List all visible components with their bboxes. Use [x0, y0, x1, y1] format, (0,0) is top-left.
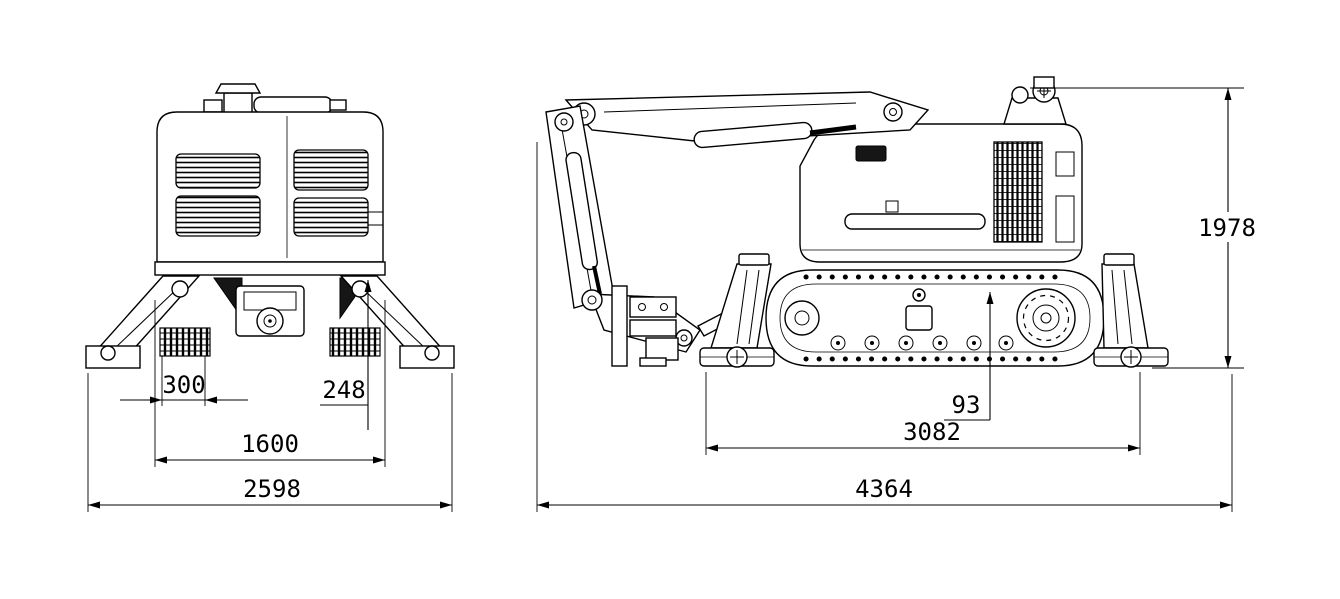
radiator-grille — [993, 141, 1043, 243]
dim-93: 93 — [944, 292, 994, 421]
track-assembly — [765, 269, 1105, 367]
dim-label-backing — [1198, 212, 1256, 242]
boom-chord — [603, 102, 857, 113]
left-leg-pivot — [171, 280, 189, 298]
dim-248: 248 — [320, 280, 372, 430]
sprocket-teeth — [1022, 294, 1070, 342]
front-exhaust-assembly — [203, 83, 347, 116]
beacon-base — [1033, 76, 1055, 89]
boom-pivot-right — [883, 102, 903, 122]
track-outline — [765, 269, 1105, 367]
side-view: 1978 93 3082 4364 — [536, 76, 1256, 512]
left-foot-pivot — [100, 345, 116, 361]
center-gearbox — [235, 285, 305, 337]
dim-label-1978: 1978 — [1198, 214, 1256, 242]
dim-2598: 2598 — [87, 373, 453, 512]
boom-cylinder-rod — [809, 124, 857, 136]
front-view: 300 248 1600 2598 — [85, 83, 455, 512]
dim-label-248: 248 — [322, 376, 365, 404]
intake-vent — [855, 145, 887, 162]
dim-1978: 1978 — [1030, 87, 1256, 369]
tool-body — [645, 337, 679, 361]
elbow-pivot — [581, 289, 603, 311]
front-outrigger-leg — [710, 263, 772, 349]
dim-label-300: 300 — [162, 371, 205, 399]
right-leg-pivot — [351, 280, 369, 298]
track-frame-guide — [905, 305, 933, 331]
sprocket-axle — [1040, 312, 1052, 324]
front-outrigger-side-view — [699, 253, 775, 368]
stick-cylinder — [565, 151, 598, 271]
front-machine-body — [156, 111, 384, 263]
dim-3082: 3082 — [705, 372, 1141, 455]
left-outrigger-front-view — [85, 275, 201, 369]
boom-arm-assembly — [545, 91, 930, 367]
tool-bracket-upper — [629, 296, 677, 318]
body-handle — [844, 213, 986, 230]
right-track-front — [329, 327, 381, 357]
body-latch — [367, 211, 384, 226]
dim-label-3082: 3082 — [903, 418, 961, 446]
tool-mount-plate — [611, 285, 628, 367]
road-wheels — [830, 335, 1014, 351]
bracket-roller — [1011, 86, 1029, 104]
exhaust-outlet — [329, 99, 347, 111]
right-leg-edge — [359, 285, 428, 351]
body-plate — [885, 200, 899, 213]
rear-latch-lower — [1055, 195, 1075, 243]
tool-head — [611, 285, 679, 367]
rear-outrigger-side-view — [1093, 253, 1169, 368]
stick-cylinder-rod — [592, 265, 602, 295]
boom-cylinder — [693, 121, 813, 149]
swivel-joint-inner — [263, 314, 277, 328]
muffler — [253, 96, 333, 114]
swivel-center — [268, 319, 272, 323]
vent-grille-bottom-right — [293, 197, 369, 237]
left-leg-edge — [112, 285, 181, 351]
air-inlet — [203, 99, 223, 113]
left-track-front — [159, 327, 211, 357]
tool-bracket-lower — [629, 319, 677, 337]
dim-label-2598: 2598 — [243, 475, 301, 503]
vent-grille-bottom-left — [175, 195, 261, 237]
dim-label-93: 93 — [952, 391, 981, 419]
exhaust-cap — [214, 83, 262, 94]
front-idler — [784, 300, 820, 336]
dim-300: 300 — [120, 356, 248, 406]
frame-guide-bolt-center — [917, 293, 921, 297]
tool-foot — [639, 357, 667, 367]
front-undercarriage — [85, 261, 455, 369]
dim-1600: 1600 — [154, 300, 386, 467]
stick-pivot-top — [554, 112, 574, 132]
dim-4364: 4364 — [536, 142, 1233, 512]
dim-label-4364: 4364 — [855, 475, 913, 503]
rear-latch-upper — [1055, 151, 1075, 177]
sprocket-hub — [1032, 304, 1060, 332]
beacon-bracket — [1003, 97, 1067, 125]
side-machine-body — [799, 123, 1083, 263]
track-inner-line — [779, 283, 1091, 353]
right-foot-pivot — [424, 345, 440, 361]
idler-hub — [794, 310, 810, 326]
vent-grille-top-right — [293, 149, 369, 191]
right-outrigger-front-view — [339, 275, 455, 369]
dim-label-1600: 1600 — [241, 430, 299, 458]
top-rear-mechanism — [1003, 76, 1067, 125]
outrigger-frame-plate — [154, 261, 386, 276]
vent-grille-top-left — [175, 153, 261, 189]
front-outrigger-cap — [738, 253, 770, 266]
drive-sprocket — [1016, 288, 1076, 348]
rear-outrigger-cap — [1103, 253, 1135, 266]
